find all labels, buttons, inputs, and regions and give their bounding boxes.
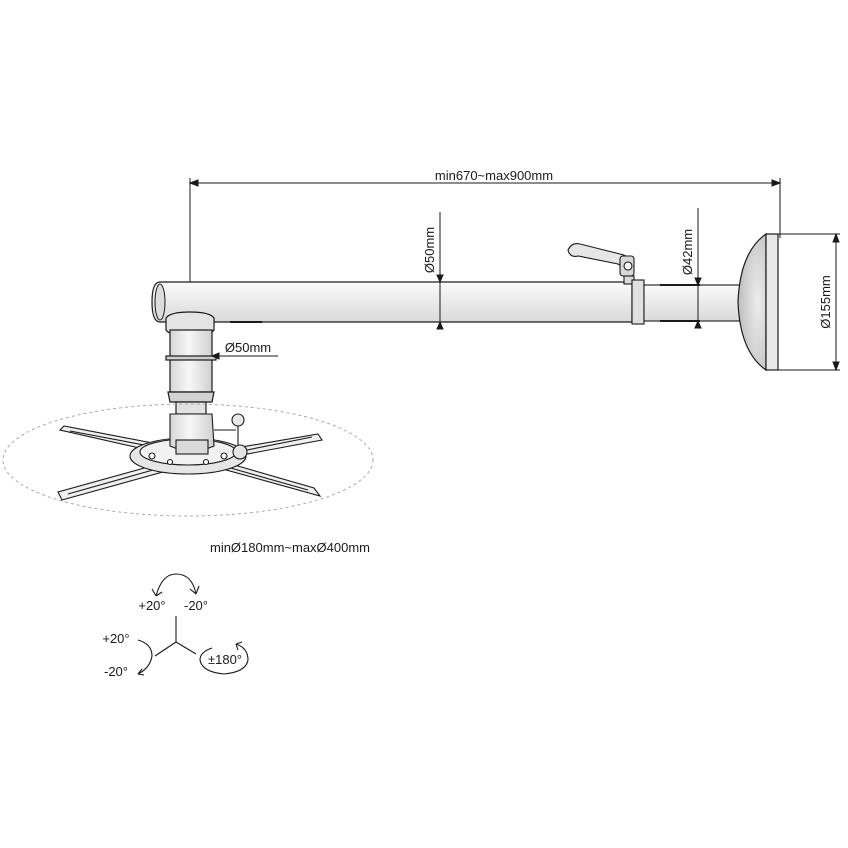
drop-tube: [165, 311, 217, 415]
drop-tube-diameter-label: Ø50mm: [225, 340, 271, 355]
arm-length-label: min670~max900mm: [435, 168, 553, 183]
swivel-minus-label: -20°: [104, 664, 128, 679]
tilt-minus-label: -20°: [184, 598, 208, 613]
wall-plate: [737, 232, 779, 372]
swivel-plus-label: +20°: [102, 631, 129, 646]
rotate-label: ±180°: [208, 652, 242, 667]
extension-diameter-dimension: [694, 208, 702, 329]
swivel-arrow-icon: [137, 639, 153, 676]
arm-diameter-dimension: [436, 212, 444, 330]
wall-plate-diameter-dimension: [778, 232, 840, 372]
drop-tube-diameter-dimension: [210, 352, 278, 360]
main-arm-tube: [151, 281, 633, 323]
tilt-head: [169, 413, 248, 460]
tilt-plus-label: +20°: [138, 598, 165, 613]
rotation-axes: [154, 616, 197, 657]
rotate-arrow-icon: [199, 641, 249, 675]
extension-tube: [631, 279, 741, 325]
arm-diameter-label: Ø50mm: [422, 227, 437, 273]
bracket-range-label: minØ180mm~maxØ400mm: [210, 540, 370, 555]
bracket-range-ellipse: [2, 403, 374, 517]
spider-bracket: [57, 425, 323, 501]
wall-plate-diameter-label: Ø155mm: [818, 275, 833, 328]
lock-lever: [567, 243, 635, 285]
extension-diameter-label: Ø42mm: [680, 229, 695, 275]
tilt-arrow-icon: [151, 573, 200, 597]
arm-length-dimension: [188, 178, 782, 284]
